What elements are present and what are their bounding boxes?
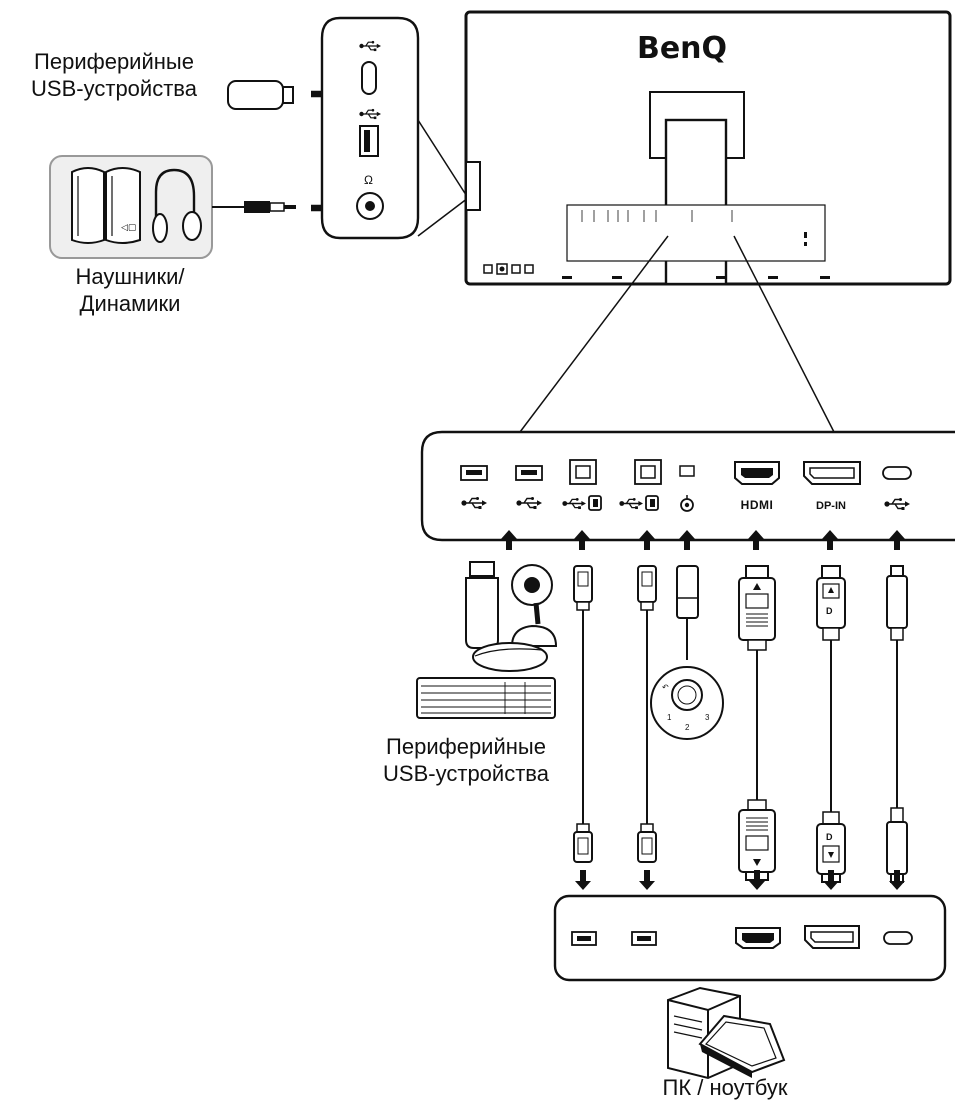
svg-text:↶: ↶ [661, 683, 669, 692]
side-port-panel: Ω [320, 16, 420, 240]
rear-port-panel: HDMI DP-IN [420, 430, 955, 542]
side-port-strip [465, 161, 481, 211]
monitor-back [464, 10, 952, 286]
svg-text:2: 2 [685, 723, 690, 732]
control-buttons [483, 263, 534, 275]
speakers-icon: ◁▢ [71, 167, 141, 244]
hdmi-label: HDMI [741, 498, 774, 512]
headphones-label-line1: Наушники/ [75, 264, 185, 289]
hotkey-puck-icon: 2 1 3 ↶ [650, 666, 724, 740]
dp-in-label: DP-IN [816, 500, 846, 512]
headphones-label-line2: Динамики [79, 291, 181, 316]
pc-port-panel [553, 894, 947, 982]
headphone-icon [152, 168, 202, 243]
hdmi-cable [738, 565, 776, 881]
bottom-usb-label-line2: USB-устройства [383, 761, 549, 786]
usb-cable-1 [573, 565, 593, 863]
side-usb-label: Периферийные USB-устройства [4, 48, 224, 102]
usb-b-port [634, 459, 662, 485]
svg-text:◁▢: ◁▢ [121, 222, 136, 232]
usb-flash-drive-icon [465, 561, 499, 649]
usb-cable-2 [637, 565, 657, 863]
svg-text:D: D [826, 606, 833, 616]
rear-port-strip [566, 204, 826, 262]
bottom-usb-label-line1: Периферийные [386, 734, 546, 759]
usb-b-port [569, 459, 597, 485]
svg-text:3: 3 [705, 713, 710, 722]
side-usb-label-line1: Периферийные [34, 49, 194, 74]
controller-port [679, 465, 695, 477]
hotkey-puck-cable [676, 565, 699, 660]
mouse-icon [472, 642, 548, 672]
arrow-down-icon [575, 870, 591, 890]
usb-c-port [883, 931, 913, 945]
headphones-speakers-panel: ◁▢ [49, 155, 213, 259]
usb-c-cable [886, 565, 908, 883]
svg-text:1: 1 [667, 713, 672, 722]
benq-logo: BenQ [637, 31, 727, 66]
side-usb-label-line2: USB-устройства [31, 76, 197, 101]
pc-laptop-icon [667, 986, 786, 1080]
bottom-usb-label: Периферийные USB-устройства [356, 733, 576, 787]
usb-c-port [882, 466, 912, 480]
headphone-icon: Ω [364, 173, 373, 187]
side-usb-stick-icon [227, 80, 294, 110]
svg-text:D: D [826, 832, 833, 842]
headphones-label: Наушники/ Динамики [30, 263, 230, 317]
computer-label: ПК / ноутбук [662, 1075, 788, 1100]
usb-c-port [361, 61, 377, 95]
displayport-cable: D D [816, 565, 846, 883]
audio-cable [212, 201, 296, 213]
webcam-icon [510, 564, 558, 647]
arrow-down-icon [639, 870, 655, 890]
down-arrows [575, 870, 905, 890]
keyboard-icon [416, 677, 556, 719]
